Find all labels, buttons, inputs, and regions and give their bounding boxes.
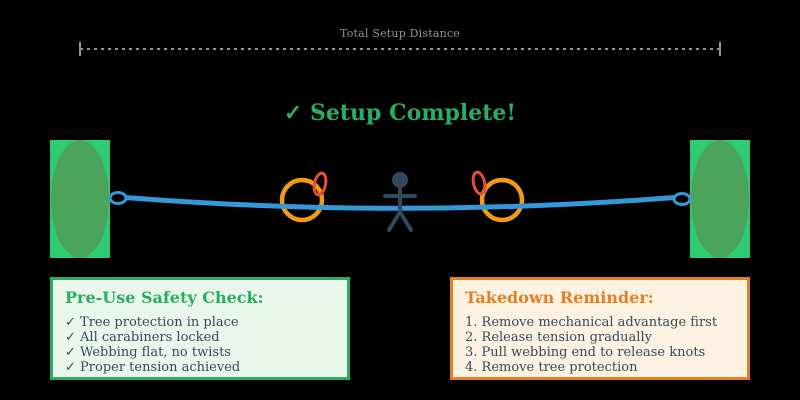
safety-check-title: Pre-Use Safety Check: [65, 288, 264, 307]
takedown-reminder-title: Takedown Reminder: [465, 288, 654, 307]
takedown-step: 2. Release tension gradually [465, 330, 652, 345]
rigging-right [471, 170, 525, 223]
setup-complete-status: ✓ Setup Complete! [283, 100, 517, 126]
takedown-step: 4. Remove tree protection [465, 360, 638, 375]
safety-check-item: ✓ Webbing flat, no twists [65, 345, 231, 360]
carabiner-left-icon [312, 171, 328, 197]
tree-left [50, 140, 110, 258]
safety-check-item: ✓ All carabiners locked [65, 330, 220, 345]
takedown-step: 3. Pull webbing end to release knots [465, 345, 706, 360]
takedown-step: 1. Remove mechanical advantage first [465, 315, 718, 330]
pulley-ring-left-icon [279, 177, 325, 223]
takedown-reminder-box: Takedown Reminder: 1. Remove mechanical … [450, 277, 750, 380]
slackliner-figure-icon [383, 172, 417, 232]
safety-check-item: ✓ Proper tension achieved [65, 360, 241, 375]
measurement-line [79, 42, 721, 56]
carabiner-right-icon [471, 170, 487, 196]
anchor-loop-left-icon [108, 191, 128, 205]
anchor-loop-right-icon [672, 192, 692, 206]
figure-leg-right [398, 210, 413, 232]
figure-leg-left [387, 210, 402, 232]
safety-check-box: Pre-Use Safety Check: ✓ Tree protection … [50, 277, 350, 380]
tree-right-foliage [691, 140, 749, 258]
tree-right [690, 140, 750, 258]
tree-left-foliage [51, 140, 109, 258]
measurement-label: Total Setup Distance [340, 27, 460, 40]
figure-head [392, 172, 408, 188]
rigging-left [279, 171, 328, 223]
safety-check-item: ✓ Tree protection in place [65, 315, 239, 330]
pulley-ring-right-icon [479, 177, 525, 223]
